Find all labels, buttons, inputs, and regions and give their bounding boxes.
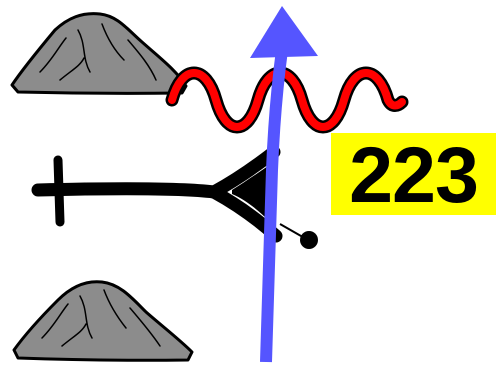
lever-pin-icon	[280, 224, 318, 249]
sine-wave-icon	[172, 73, 402, 127]
badge-value: 223	[349, 135, 478, 214]
forked-branch-icon	[38, 152, 276, 236]
mountain-lower-icon	[14, 282, 192, 361]
number-badge: 223	[331, 133, 496, 215]
mountain-upper-icon	[12, 14, 186, 94]
